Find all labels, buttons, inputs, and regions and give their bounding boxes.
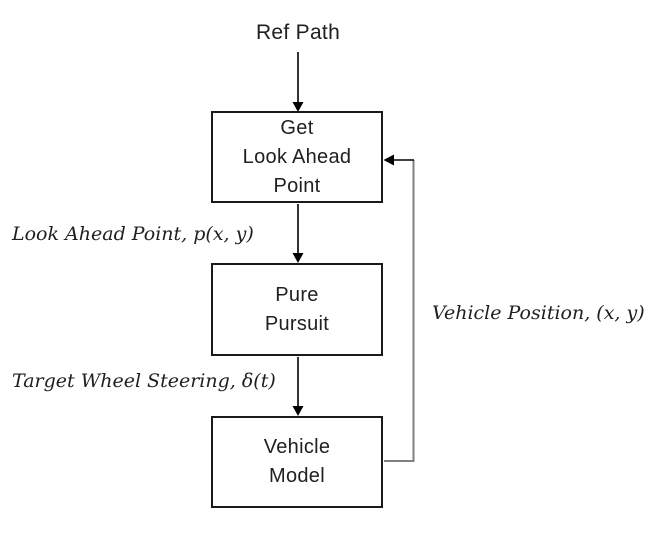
edge-label-look-ahead-point: Look Ahead Point, p(x, y) [12, 223, 254, 245]
node-text-line: Model [269, 465, 325, 487]
edge-label-vehicle-position: Vehicle Position, (x, y) [432, 302, 645, 324]
node-text-line: Vehicle [263, 436, 331, 458]
arrow-purepursuit-to-vehiclemodel-head [292, 406, 304, 416]
node-pure-pursuit: Pure Pursuit [211, 263, 383, 356]
arrow-getlookahead-to-purepursuit-head [292, 253, 304, 263]
node-text-line: Look Ahead [242, 145, 352, 168]
node-get-look-ahead-point: Get Look Ahead Point [211, 111, 383, 203]
node-text-line: Pursuit [264, 312, 330, 335]
node-text-line: Point [273, 174, 321, 197]
feedback-elbow-line [384, 160, 415, 462]
feedback-arrow-head [383, 154, 394, 166]
edge-label-target-wheel-steering: Target Wheel Steering, δ(t) [12, 370, 276, 392]
arrow-refpath-to-getlookahead-head [292, 102, 304, 112]
label-ref-path: Ref Path [255, 21, 341, 44]
node-vehicle-model: Vehicle Model [211, 416, 383, 508]
node-text-line: Get [280, 116, 314, 139]
node-text-line: Pure [275, 283, 319, 306]
